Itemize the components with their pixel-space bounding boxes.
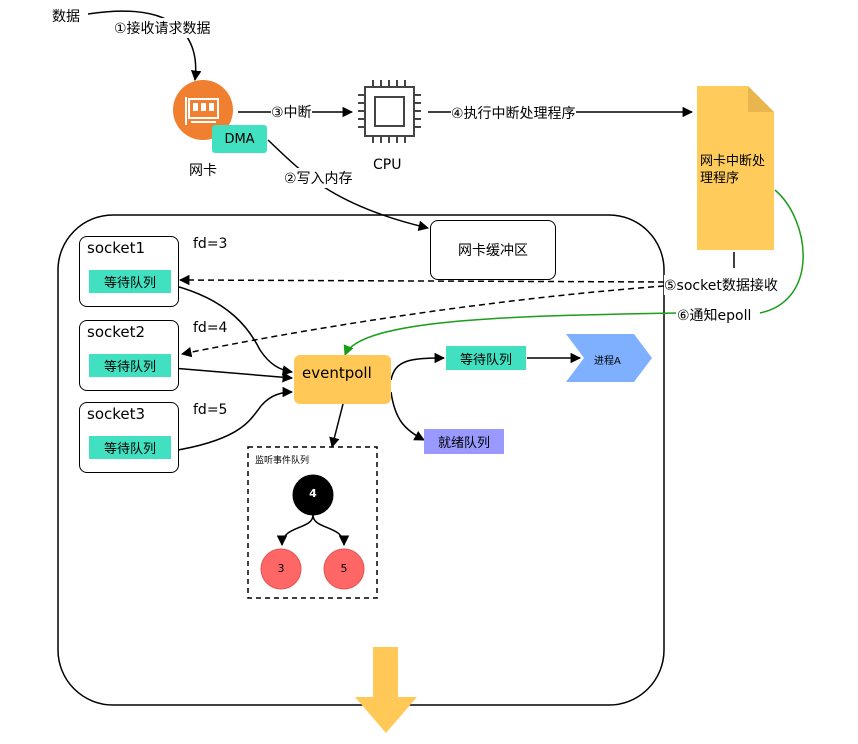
nic-label: 网卡 <box>189 163 217 179</box>
step4-label: ④执行中断处理程序 <box>451 103 576 123</box>
handler-document-fold <box>748 86 774 112</box>
eventpoll-wait-queue: 等待队列 <box>446 346 526 370</box>
arrow-socket2-to-eventpoll <box>171 367 294 383</box>
tree-node-right <box>323 548 365 590</box>
socket2-name: socket2 <box>87 323 146 341</box>
eventpoll-label: eventpoll <box>302 364 372 382</box>
handler-label: 网卡中断处理程序 <box>700 154 766 186</box>
socket3-name: socket3 <box>87 405 146 423</box>
bottom-down-arrow <box>355 647 417 733</box>
arrow-eventpoll-to-readyqueue <box>390 391 425 441</box>
tree-left-value: 3 <box>277 562 285 575</box>
eventpoll-box: eventpoll <box>294 355 391 404</box>
arrow-eventpoll-to-tree <box>329 403 344 449</box>
handler-document-shape <box>697 86 774 250</box>
cpu-label: CPU <box>373 157 402 173</box>
dma-badge: DMA <box>212 125 267 153</box>
tree-node-left <box>260 548 302 590</box>
listen-events-box <box>247 446 378 599</box>
notify-green-curve <box>759 189 804 314</box>
socket3-wait-queue: 等待队列 <box>89 436 171 459</box>
kernel-region <box>57 214 665 706</box>
step5-label: ⑤socket数据接收 <box>664 275 778 295</box>
socket2-box: socket2 等待队列 <box>79 320 179 391</box>
step6-label: ⑥通知epoll <box>677 305 752 325</box>
nic-buffer-box: 网卡缓冲区 <box>430 220 556 280</box>
arrow-socket1-to-eventpoll <box>171 284 294 376</box>
dashed-arrow-socket2 <box>180 285 665 358</box>
tree-root-value: 4 <box>309 487 317 500</box>
tree-node-root <box>292 474 334 516</box>
tree-right-value: 5 <box>340 562 348 575</box>
socket1-name: socket1 <box>87 239 146 257</box>
socket1-box: socket1 等待队列 <box>79 236 179 307</box>
tree-edge-right <box>312 514 350 547</box>
listen-events-title: 监听事件队列 <box>255 456 310 466</box>
cpu-chip-icon <box>358 80 421 143</box>
step3-label: ③中断 <box>271 102 312 122</box>
socket2-wait-queue: 等待队列 <box>89 354 171 377</box>
ready-queue: 就绪队列 <box>424 429 504 454</box>
socket1-wait-queue: 等待队列 <box>89 270 171 293</box>
socket3-fd: fd=5 <box>193 402 228 418</box>
nic-buffer-label: 网卡缓冲区 <box>458 243 528 259</box>
arrow-socket3-to-eventpoll <box>171 386 294 452</box>
socket1-fd: fd=3 <box>193 236 228 252</box>
socket3-box: socket3 等待队列 <box>79 402 179 473</box>
step2-label: ②写入内存 <box>284 168 353 188</box>
input-data-label: 数据 <box>52 9 80 25</box>
socket2-fd: fd=4 <box>193 320 228 336</box>
step1-label: ①接收请求数据 <box>114 18 211 38</box>
tree-edge-left <box>276 514 314 547</box>
notify-green-arrow <box>343 312 677 356</box>
arrow-eventpoll-to-waitqueue <box>390 352 446 381</box>
process-shape <box>566 334 652 382</box>
dashed-arrow-socket1 <box>178 274 665 286</box>
process-label: 进程A <box>594 356 621 367</box>
